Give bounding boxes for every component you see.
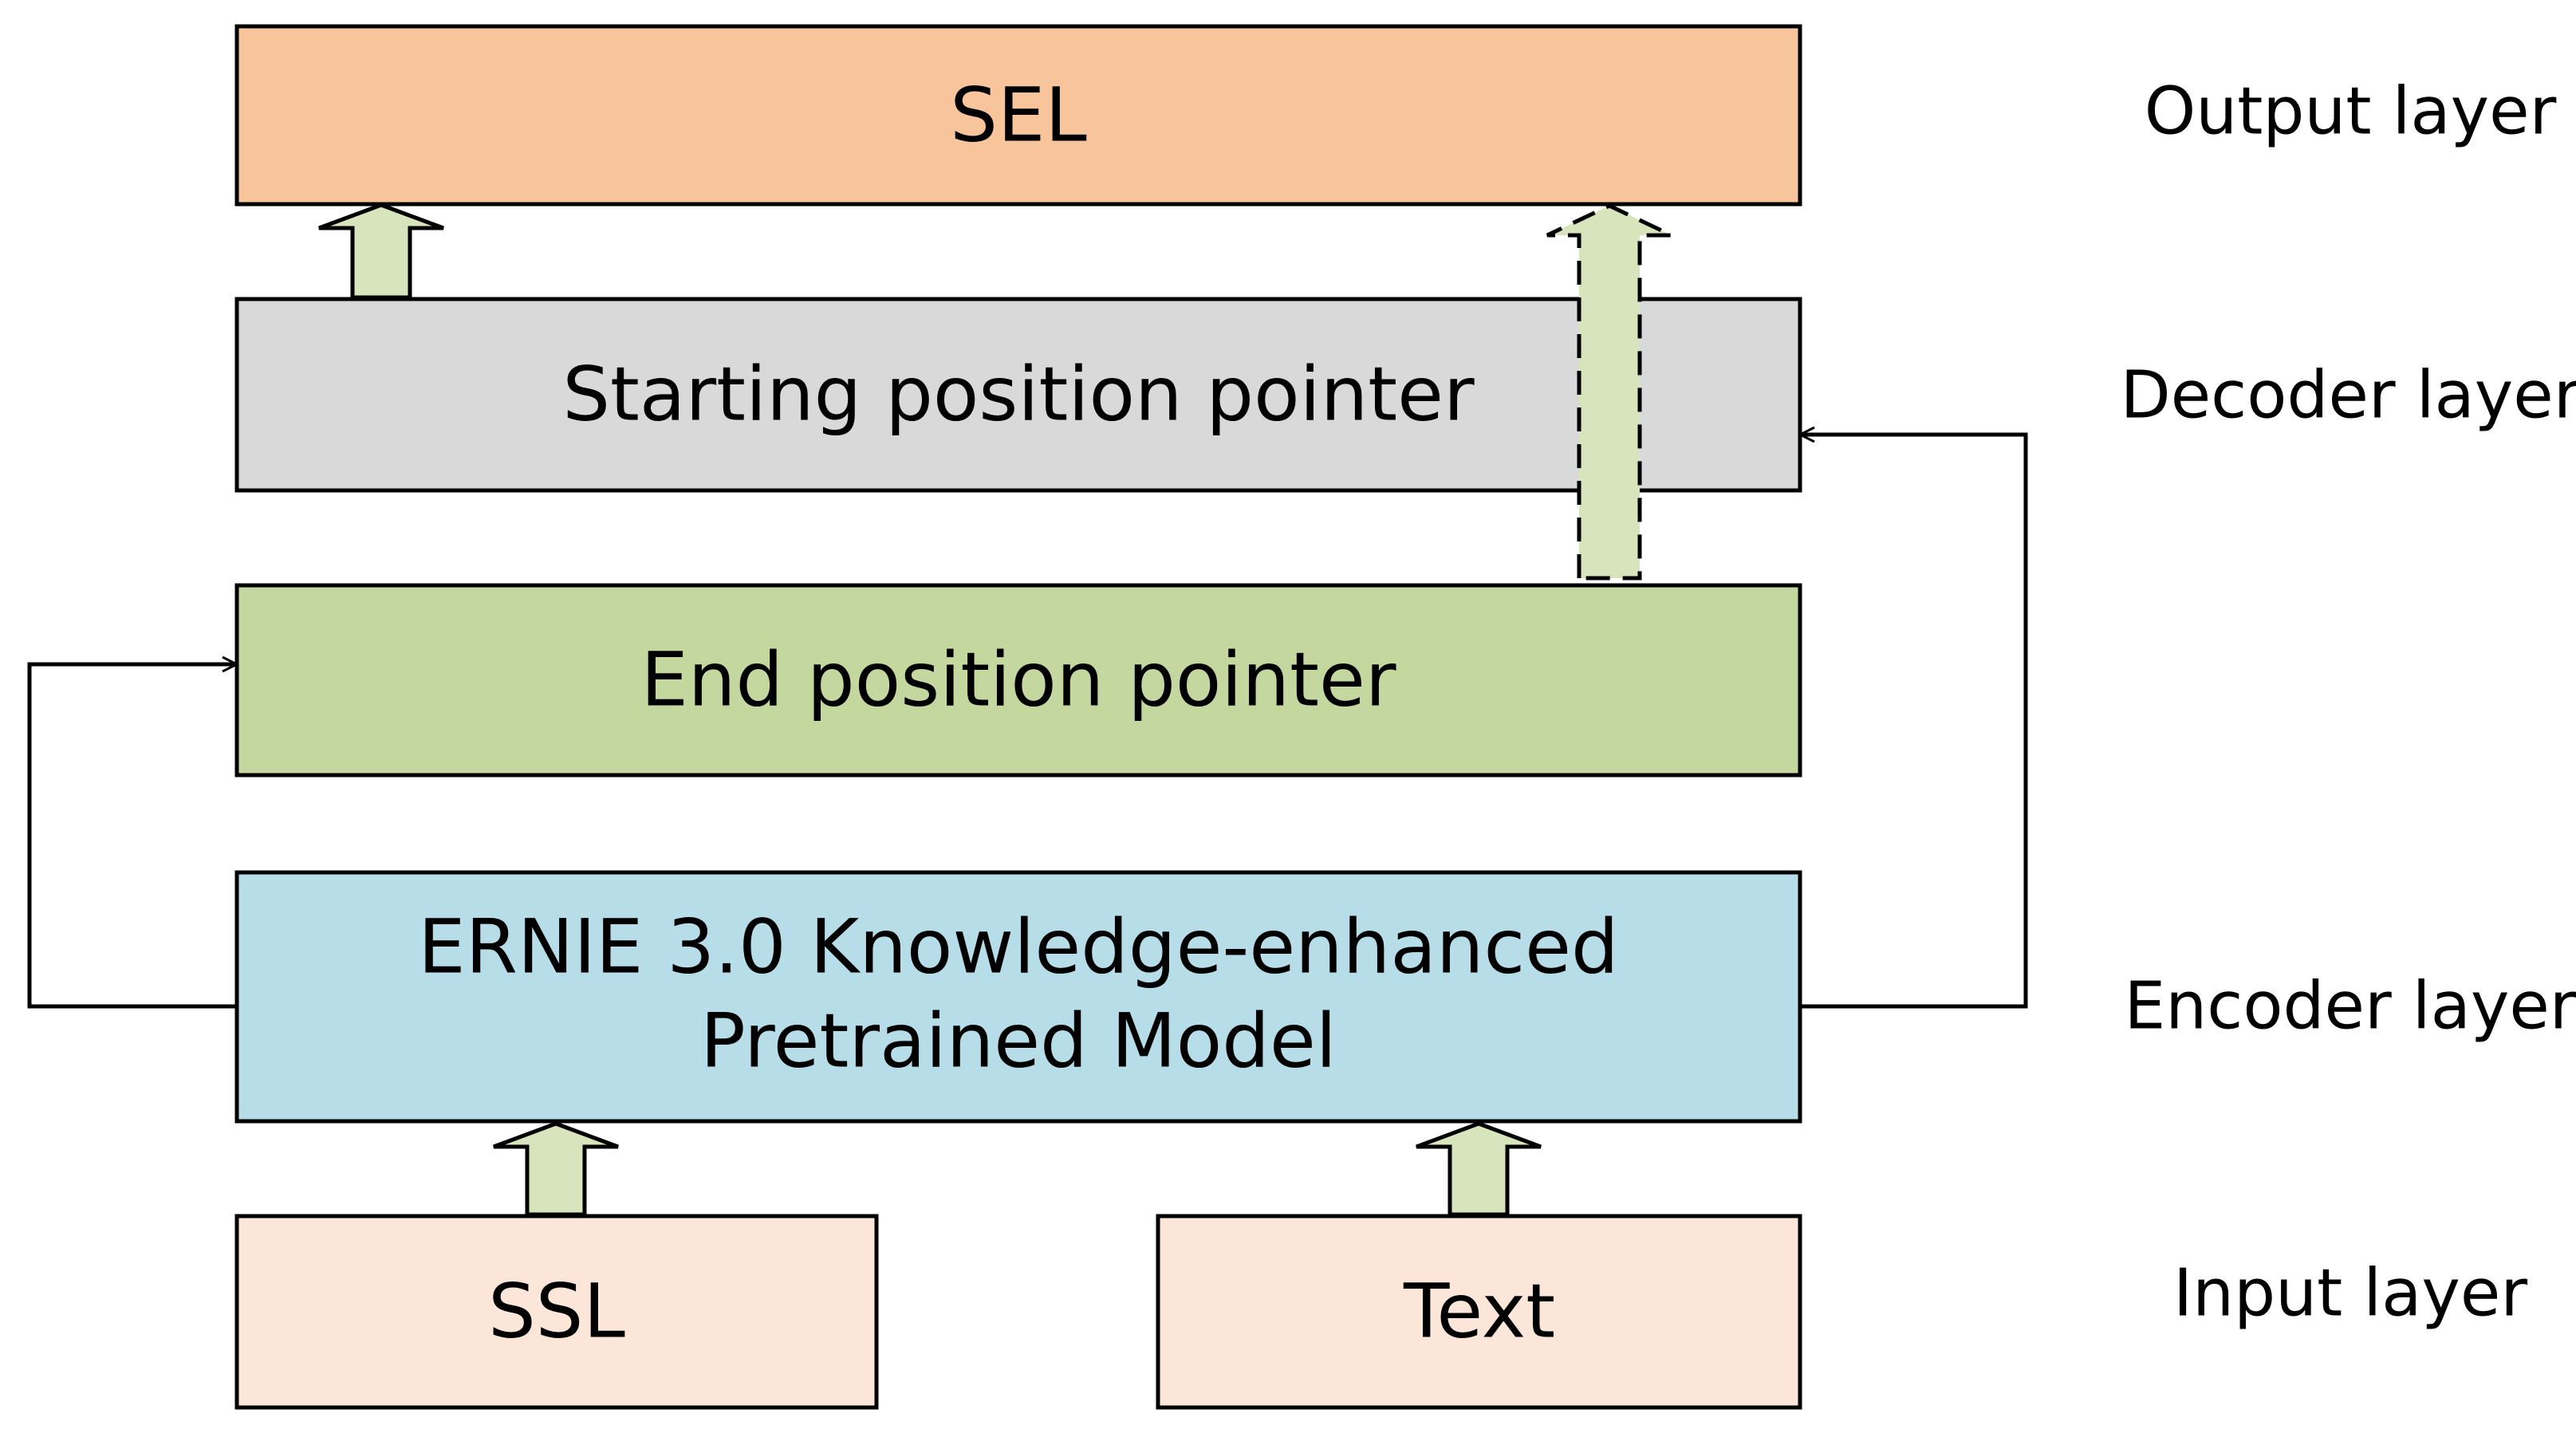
up-block-arrow-icon xyxy=(318,203,444,300)
encoder-to-end-pointer-connector xyxy=(27,664,237,1009)
end-pointer-box: End position pointer xyxy=(234,583,1802,778)
end-pointer-label: End position pointer xyxy=(641,637,1396,724)
encoder-box: ERNIE 3.0 Knowledge-enhanced Pretrained … xyxy=(234,870,1802,1124)
input-layer-label: Input layer xyxy=(2173,1256,2527,1332)
start-pointer-rect xyxy=(234,297,1802,493)
text-rect xyxy=(1156,1214,1802,1410)
sel-box: SEL xyxy=(234,24,1802,207)
sel-box-rect xyxy=(234,24,1802,207)
dashed-up-block-arrow-icon xyxy=(1546,203,1673,581)
start-pointer-box: Starting position pointer xyxy=(234,297,1802,493)
ssl-box: SSL xyxy=(234,1214,879,1410)
encoder-label-line1: ERNIE 3.0 Knowledge-enhanced xyxy=(418,904,1618,991)
encoder-rect xyxy=(234,870,1802,1124)
decoder-layer-label: Decoder layer xyxy=(2121,358,2576,434)
encoder-layer-label: Encoder layer xyxy=(2124,969,2576,1045)
ssl-label: SSL xyxy=(488,1269,625,1356)
end-pointer-rect xyxy=(234,583,1802,778)
encoder-to-start-pointer-connector xyxy=(1800,435,2028,1009)
sel-label: SEL xyxy=(950,73,1086,159)
output-layer-label: Output layer xyxy=(2145,74,2557,150)
up-block-arrow-icon xyxy=(1416,1121,1542,1217)
encoder-label-line2: Pretrained Model xyxy=(700,998,1337,1085)
up-block-arrow-icon xyxy=(493,1121,619,1217)
start-pointer-label: Starting position pointer xyxy=(562,352,1475,439)
text-box: Text xyxy=(1156,1214,1802,1410)
text-label: Text xyxy=(1403,1269,1555,1356)
ssl-rect xyxy=(234,1214,879,1410)
